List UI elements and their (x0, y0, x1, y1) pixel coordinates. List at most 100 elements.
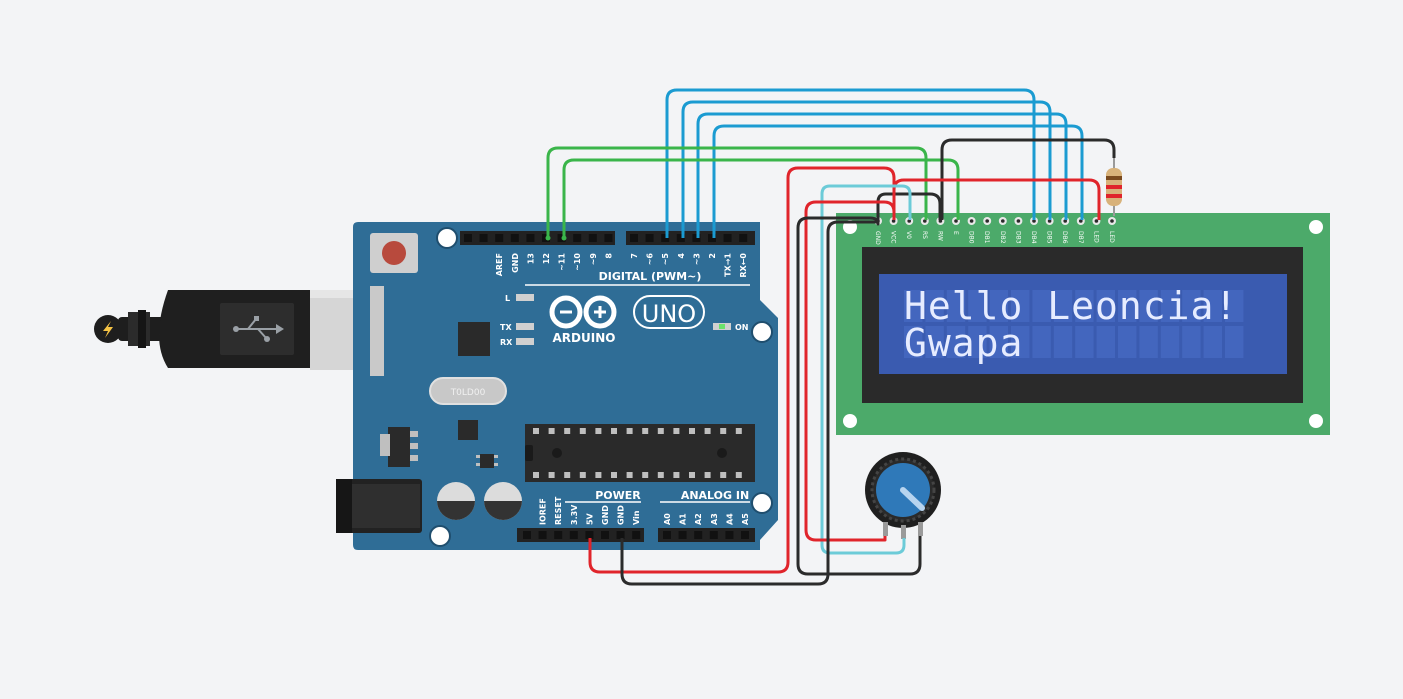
wire-red[interactable] (588, 166, 896, 574)
header-pin-hole[interactable] (604, 234, 613, 242)
mounting-hole (429, 525, 451, 547)
led-l-label: L (505, 294, 510, 303)
digital-pin-label: ~3 (692, 253, 701, 265)
lcd-pin-label: GND (874, 231, 881, 245)
header-pin-hole[interactable] (663, 531, 671, 539)
led-l-indicator (516, 294, 534, 301)
header-pin-hole[interactable] (616, 531, 625, 539)
lcd-pin-label: V0 (905, 231, 912, 239)
header-pin-hole[interactable] (692, 234, 701, 242)
digital-pin-label: ~6 (646, 253, 655, 266)
lcd-pin-label: DB3 (1014, 231, 1021, 244)
uno-label: UNO (642, 300, 696, 328)
reset-button[interactable] (370, 233, 418, 273)
header-pin-hole[interactable] (723, 234, 732, 242)
voltage-regulator (380, 427, 418, 467)
header-pin-hole[interactable] (741, 531, 749, 539)
led-tx-label: TX (500, 323, 512, 332)
small-chip (458, 420, 478, 440)
header-pin-hole[interactable] (464, 234, 472, 242)
header-pin-hole[interactable] (510, 234, 519, 242)
header-pin-hole[interactable] (709, 531, 718, 539)
wire-blue[interactable] (712, 124, 1084, 238)
header-pin-hole[interactable] (676, 234, 685, 242)
digital-pin-label: TX→1 (724, 253, 733, 277)
analog-pin-label: A2 (694, 513, 703, 525)
header-pin-hole[interactable] (632, 531, 641, 539)
wire-red[interactable] (804, 200, 896, 542)
header-pin-hole[interactable] (569, 531, 578, 539)
on-label: ON (735, 323, 749, 332)
header-pin-hole[interactable] (588, 234, 597, 242)
wire-black[interactable] (876, 192, 942, 220)
digital-pin-label: ~5 (661, 253, 670, 266)
digital-pin-label: 2 (708, 253, 717, 259)
arduino-brand: ARDUINO (553, 331, 616, 345)
digital-header-label: DIGITAL (PWM~) (599, 270, 702, 283)
analog-pin-label: A5 (741, 513, 750, 525)
header-pin-hole[interactable] (630, 234, 638, 242)
digital-pin-label: 13 (526, 253, 535, 264)
wire-green[interactable] (562, 158, 960, 238)
header-pin-hole[interactable] (495, 234, 504, 242)
wire-black[interactable] (796, 216, 922, 576)
header-pin-hole[interactable] (585, 531, 594, 539)
small-transistor (476, 454, 498, 468)
lcd-pin-label: DB4 (1030, 231, 1037, 244)
potentiometer-indicator (900, 487, 925, 511)
header-pin-hole[interactable] (479, 234, 488, 242)
header-pin-hole[interactable] (554, 531, 563, 539)
arduino-uno-board[interactable]: T0LD00 L TX RX ON (336, 222, 778, 550)
header-pin-hole[interactable] (678, 531, 687, 539)
crystal-oscillator: T0LD00 (429, 377, 507, 405)
potentiometer[interactable] (865, 452, 941, 539)
power-jack[interactable] (336, 479, 422, 533)
power-pin-label: IOREF (539, 498, 548, 525)
power-pin-label: 3.3V (570, 504, 579, 525)
usb-controller-chip (458, 322, 490, 356)
capacitor (484, 482, 522, 520)
mounting-hole (843, 414, 857, 428)
analog-pin-label: A1 (679, 513, 688, 525)
header-pin-hole[interactable] (538, 531, 547, 539)
power-pin-label: GND (601, 505, 610, 525)
header-pin-hole[interactable] (708, 234, 716, 242)
header-pin-hole[interactable] (739, 234, 748, 242)
resistor[interactable] (1106, 155, 1122, 216)
lcd-pin-label: RW (936, 231, 943, 241)
header-pin-hole[interactable] (526, 234, 535, 242)
crystal-label: T0LD00 (450, 388, 486, 398)
digital-pin-label: 4 (677, 253, 686, 259)
lcd-pin-label: VCC (890, 231, 897, 243)
header-pin-hole[interactable] (523, 531, 531, 539)
analog-pin-label: A3 (710, 513, 719, 525)
header-pin-hole[interactable] (645, 234, 654, 242)
wires[interactable] (545, 88, 1116, 586)
wire-cyan[interactable] (820, 184, 912, 555)
wire-black[interactable] (620, 220, 878, 586)
wire-green[interactable] (546, 146, 928, 238)
wire-blue[interactable] (665, 88, 1036, 238)
lcd-pin-label: DB7 (1077, 231, 1084, 244)
digital-pin-label: ~10 (573, 253, 582, 271)
header-pin-hole[interactable] (694, 531, 703, 539)
header-pin-hole[interactable] (573, 234, 582, 242)
analog-pin-label: A0 (663, 513, 672, 525)
header-pin-hole[interactable] (725, 531, 734, 539)
led-rx-label: RX (500, 338, 513, 347)
wire-black[interactable] (940, 138, 1116, 220)
mounting-hole (751, 492, 773, 514)
header-pin-hole[interactable] (661, 234, 670, 242)
wire-blue[interactable] (696, 112, 1068, 238)
digital-pin-label: 7 (630, 253, 639, 259)
header-pin-hole[interactable] (601, 531, 609, 539)
digital-pin-label: RX←0 (739, 253, 748, 278)
wire-blue[interactable] (681, 100, 1052, 238)
power-pin-label: RESET (554, 496, 563, 525)
lcd-pin-label: E (952, 231, 959, 235)
